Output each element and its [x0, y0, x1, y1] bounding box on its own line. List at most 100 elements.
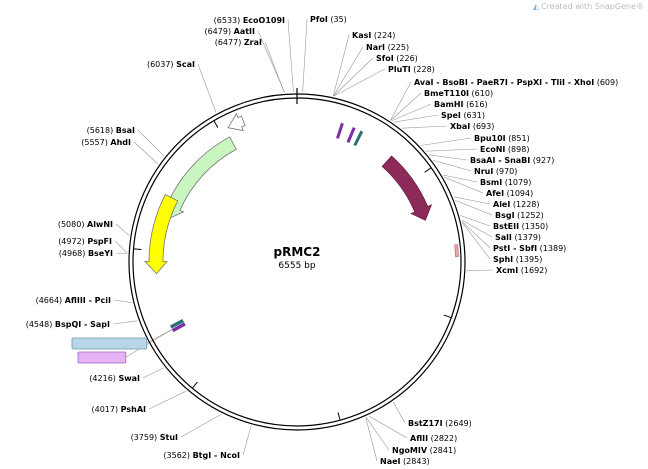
lac-operator-label-box	[71, 337, 148, 350]
restriction-site-label: BstEII (1350)	[493, 222, 548, 231]
site-position: (1389)	[540, 244, 567, 253]
site-name: AatII	[234, 27, 255, 36]
site-name: PstI - SbfI	[493, 244, 537, 253]
site-position: (6477)	[215, 38, 242, 47]
site-position: (2841)	[430, 446, 457, 455]
restriction-site-label: AvaI - BsoBI - PaeR7I - PspXI - TliI - X…	[414, 78, 618, 87]
feature-arrows	[144, 113, 459, 333]
site-position: (2843)	[403, 457, 430, 466]
restriction-site-label: BmeT110I (610)	[424, 89, 493, 98]
restriction-site-label: BsmI (1079)	[480, 178, 531, 187]
site-connector	[443, 174, 478, 183]
site-connector	[460, 215, 491, 227]
snapgene-watermark: ◭Created with SnapGene®	[533, 2, 644, 11]
site-name: AleI	[493, 200, 510, 209]
site-position: (6533)	[214, 16, 241, 25]
site-connector	[332, 34, 350, 96]
restriction-site-label: PluTI (228)	[388, 65, 435, 74]
restriction-site-label: KasI (224)	[352, 31, 395, 40]
site-position: (5080)	[58, 220, 85, 229]
site-position: (6479)	[204, 27, 231, 36]
restriction-site-label: Bpu10I (851)	[474, 134, 530, 143]
site-name: SwaI	[118, 374, 140, 383]
site-position: (1379)	[514, 233, 541, 242]
site-connector	[368, 415, 408, 439]
site-connector	[365, 417, 390, 451]
feature-ampr-promoter-arrow	[227, 113, 246, 132]
site-connector	[462, 222, 491, 260]
restriction-site-label: SfoI (226)	[376, 54, 418, 63]
small-feature-mark	[336, 122, 344, 139]
m13-rev-label-box	[77, 351, 127, 364]
restriction-site-label: (6479) AatII	[204, 27, 255, 36]
site-name: NarI	[366, 43, 385, 52]
tick-mark	[213, 120, 219, 128]
cap-feature-mark	[169, 319, 185, 329]
restriction-site-label: (4972) PspFI	[58, 237, 112, 246]
site-position: (4664)	[36, 296, 63, 305]
site-connector	[428, 154, 468, 161]
site-position: (631)	[463, 111, 485, 120]
restriction-site-label: (5557) AhdI	[81, 138, 131, 147]
tick-mark	[337, 412, 341, 421]
site-name: BseYI	[88, 249, 113, 258]
restriction-site-label: NaeI (2843)	[380, 457, 430, 466]
restriction-site-label: BsaAI - SnaBI (927)	[470, 156, 554, 165]
site-name: SpeI	[441, 111, 461, 120]
restriction-site-label: XcmI (1692)	[496, 266, 547, 275]
site-connector	[461, 221, 491, 249]
site-position: (2822)	[431, 434, 458, 443]
backbone-ring	[128, 88, 466, 431]
site-position: (970)	[496, 167, 518, 176]
plasmid-name: pRMC2	[274, 245, 321, 259]
snapgene-logo-icon: ◭	[532, 2, 540, 11]
restriction-site-label: (4968) BseYI	[59, 249, 113, 258]
site-name: AflIII - PciI	[65, 296, 111, 305]
watermark-text: Created with SnapGene®	[541, 2, 644, 11]
site-connector	[425, 148, 478, 152]
site-name: ScaI	[176, 60, 195, 69]
site-name: AflII	[410, 434, 428, 443]
site-connector	[391, 103, 432, 122]
restriction-site-label: (6477) ZraI	[215, 38, 262, 47]
tick-mark	[443, 314, 452, 319]
site-position: (4972)	[58, 237, 85, 246]
site-name: XcmI	[496, 266, 518, 275]
site-connector	[197, 63, 217, 113]
restriction-site-label: XbaI (693)	[450, 122, 494, 131]
site-name: Bpu10I	[474, 134, 506, 143]
site-name: NruI	[474, 167, 493, 176]
site-name: KasI	[352, 31, 371, 40]
site-name: AfeI	[486, 189, 504, 198]
restriction-site-label: SalI (1379)	[495, 233, 541, 242]
site-position: (1079)	[505, 178, 532, 187]
site-name: XbaI	[450, 122, 470, 131]
site-name: BmeT110I	[424, 89, 469, 98]
site-position: (616)	[466, 100, 488, 109]
restriction-site-label: NruI (970)	[474, 167, 517, 176]
restriction-site-label: SpeI (631)	[441, 111, 485, 120]
site-position: (226)	[396, 54, 418, 63]
restriction-site-label: PfoI (35)	[310, 15, 347, 24]
site-connector	[142, 367, 165, 379]
site-position: (1094)	[507, 189, 534, 198]
site-name: BstZ17I	[408, 419, 443, 428]
cap-feature-mark	[171, 322, 186, 333]
site-connector	[242, 425, 252, 456]
site-name: AvaI - BsoBI - PaeR7I - PspXI - TliI - X…	[414, 78, 594, 87]
site-name: PluTI	[388, 65, 411, 74]
site-position: (4216)	[89, 374, 116, 383]
site-connector	[433, 160, 472, 172]
plasmid-size: 6555 bp	[278, 261, 315, 271]
site-connector	[148, 390, 187, 410]
site-position: (225)	[388, 43, 410, 52]
restriction-site-label: AleI (1228)	[493, 200, 540, 209]
restriction-site-label: BamHI (616)	[434, 100, 488, 109]
small-feature-mark	[346, 127, 356, 143]
site-connector-lines	[112, 18, 494, 462]
site-name: BamHI	[434, 100, 464, 109]
restriction-site-label: (4548) BspQI - SapI	[26, 320, 110, 329]
site-connector	[115, 223, 130, 236]
small-feature-mark	[353, 130, 364, 147]
